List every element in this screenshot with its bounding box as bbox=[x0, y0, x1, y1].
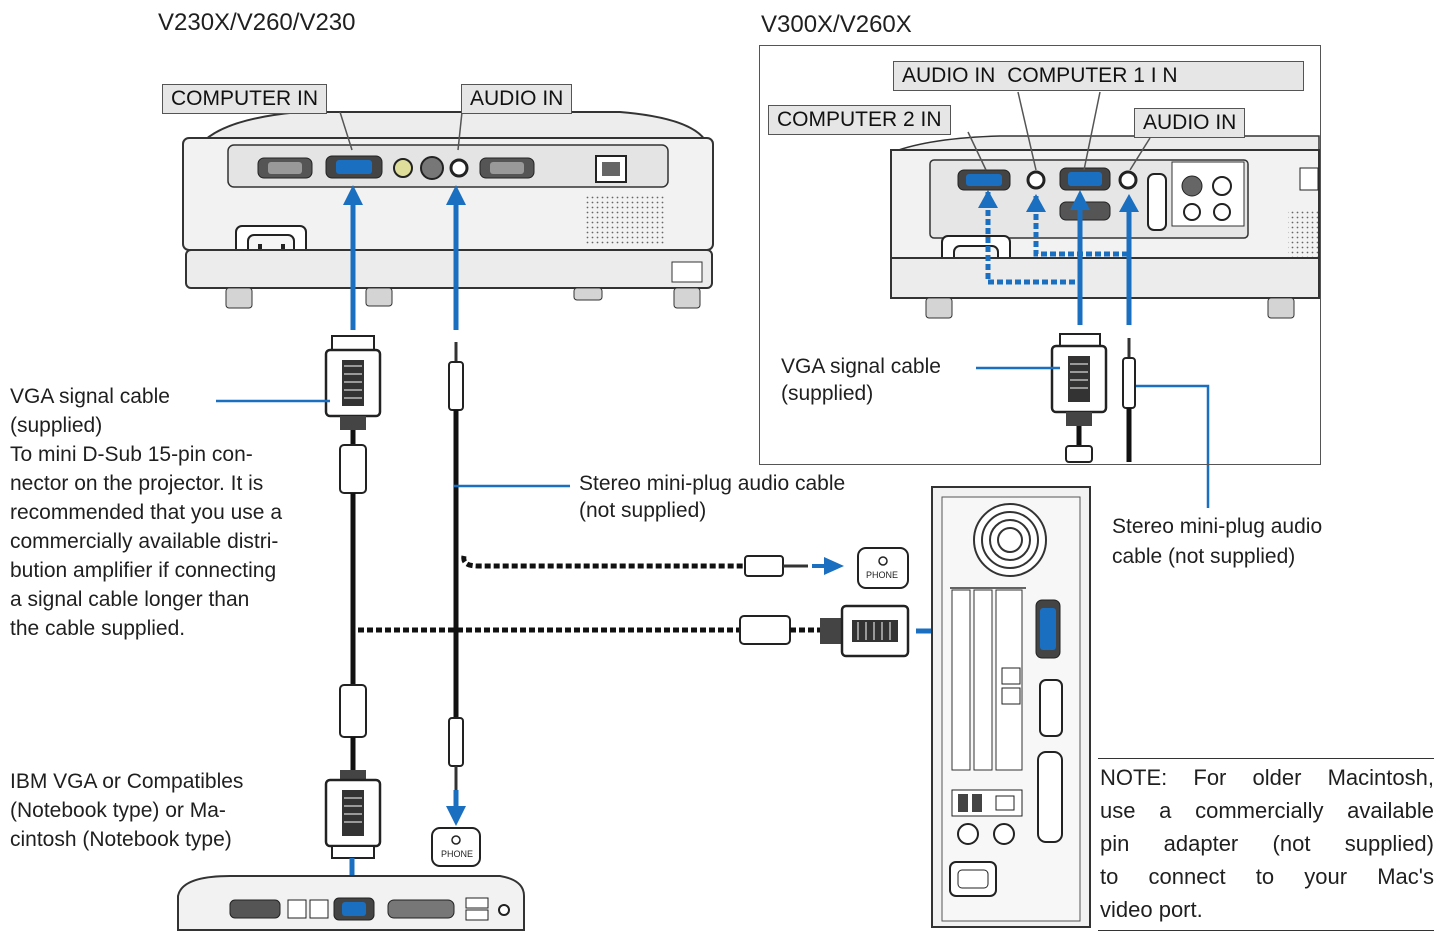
phone-jack-icon bbox=[857, 547, 909, 589]
note-box: NOTE: For older Macintosh, use a commerc… bbox=[1098, 758, 1434, 931]
phone-label-middle: PHONE bbox=[866, 570, 899, 580]
arrow-up-icon bbox=[1119, 194, 1139, 212]
audio-right-line-1: Stereo mini-plug audio bbox=[1112, 515, 1323, 538]
vga-right-description: VGA signal cable (supplied) bbox=[781, 353, 941, 407]
notebook-description: IBM VGA or Compatibles (Notebook type) o… bbox=[10, 767, 243, 854]
desktop-computer bbox=[931, 486, 1091, 928]
vga-left-line-4: nector on the projector. It is bbox=[10, 472, 264, 495]
vga-cable-left bbox=[324, 335, 382, 859]
tag-computer1-in-label: COMPUTER 1 I N bbox=[1007, 64, 1178, 87]
arrow-up-icon bbox=[1026, 194, 1046, 212]
note-line-3: pin adapter (not supplied) bbox=[1100, 831, 1434, 856]
audio-middle-line-1: Stereo mini-plug audio cable bbox=[579, 472, 846, 495]
mini-plug-icon bbox=[744, 555, 808, 577]
vga-left-line-6: commercially available distri- bbox=[10, 530, 279, 553]
audio-cable-right bbox=[1122, 338, 1136, 462]
audio-middle-description: Stereo mini-plug audio cable (not suppli… bbox=[579, 470, 845, 524]
phone-jack-icon bbox=[431, 827, 481, 867]
vga-left-description: VGA signal cable (supplied) To mini D-Su… bbox=[10, 382, 282, 643]
inset-frame bbox=[759, 45, 1321, 465]
ibm-line-1: IBM VGA or Compatibles bbox=[10, 770, 244, 793]
vga-left-line-3: To mini D-Sub 15-pin con- bbox=[10, 443, 253, 466]
vga-left-line-1: VGA signal cable bbox=[10, 385, 170, 408]
note-line-4: to connect to your Mac's bbox=[1100, 864, 1434, 889]
tag-audio-in-right: AUDIO IN bbox=[1134, 108, 1246, 138]
arrow-up-icon bbox=[343, 185, 363, 205]
arrow-up-icon bbox=[978, 190, 998, 208]
tag-audio-in-top-label: AUDIO IN bbox=[902, 64, 996, 87]
projector-right bbox=[890, 135, 1320, 319]
vga-left-line-9: the cable supplied. bbox=[10, 617, 186, 640]
vga-cable-right bbox=[1050, 333, 1108, 463]
projector-left bbox=[182, 111, 714, 309]
arrow-up-icon bbox=[1070, 190, 1090, 210]
ibm-line-3: cintosh (Notebook type) bbox=[10, 828, 232, 851]
audio-right-description: Stereo mini-plug audio cable (not suppli… bbox=[1112, 512, 1322, 572]
arrow-down-icon bbox=[446, 806, 466, 826]
model-title-left: V230X/V260/V230 bbox=[158, 9, 356, 36]
audio-right-line-2: cable (not supplied) bbox=[1112, 545, 1296, 568]
tag-audio-in-computer1: AUDIO IN COMPUTER 1 I N bbox=[893, 61, 1304, 91]
vga-right-line-1: VGA signal cable bbox=[781, 355, 941, 378]
computer-in-port bbox=[325, 155, 383, 179]
vga-connector-icon bbox=[820, 604, 910, 658]
vga-port-left-1 bbox=[257, 157, 313, 179]
notebook bbox=[177, 875, 525, 931]
vga-right-line-2: (supplied) bbox=[781, 382, 874, 405]
audio-middle-line-2: (not supplied) bbox=[579, 499, 707, 522]
model-title-right: V300X/V260X bbox=[761, 11, 912, 38]
note-line-5: video port. bbox=[1100, 897, 1203, 922]
tag-computer2-in: COMPUTER 2 IN bbox=[768, 105, 951, 135]
audio-cable-left bbox=[448, 342, 464, 790]
vga-left-line-2: (supplied) bbox=[10, 414, 103, 437]
arrow-up-icon bbox=[446, 185, 466, 205]
tag-computer-in: COMPUTER IN bbox=[162, 84, 327, 114]
vga-left-line-5: recommended that you use a bbox=[10, 501, 282, 524]
fan-icon bbox=[973, 503, 1047, 577]
arrow-right-icon bbox=[824, 557, 844, 575]
ibm-line-2: (Notebook type) or Ma- bbox=[10, 799, 226, 822]
phone-label-bottom: PHONE bbox=[441, 849, 474, 859]
note-line-1: NOTE: For older Macintosh, bbox=[1100, 765, 1434, 790]
tag-audio-in-left: AUDIO IN bbox=[461, 84, 573, 114]
vga-left-line-8: a signal cable longer than bbox=[10, 588, 250, 611]
vga-left-line-7: bution amplifier if connecting bbox=[10, 559, 277, 582]
note-line-2: use a commercially available bbox=[1100, 798, 1434, 823]
